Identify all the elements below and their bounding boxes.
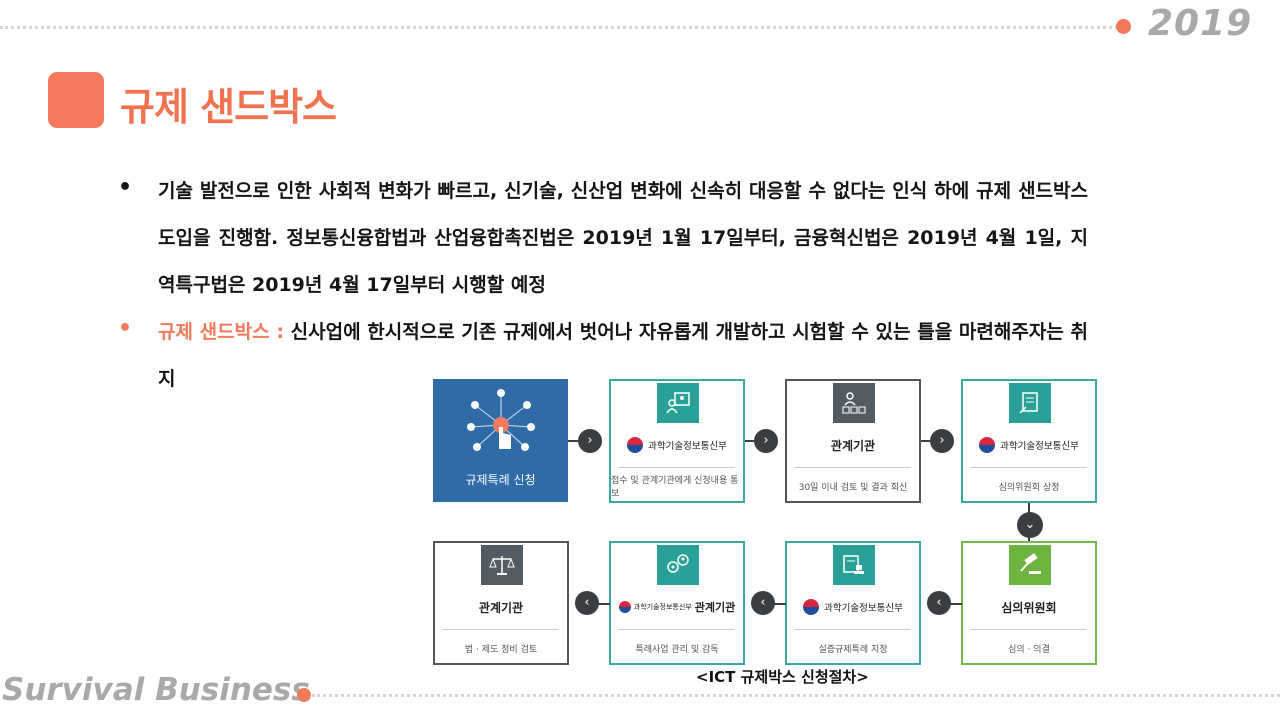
- step-org: 과학기술정보통신부: [787, 587, 919, 627]
- step-description: 30일 이내 검토 및 결과 회신: [798, 482, 908, 493]
- step-org: 심의위원회: [1001, 600, 1057, 615]
- connector-line: [745, 440, 757, 442]
- network-touch-icon: [467, 389, 535, 451]
- year-label: 2019: [1148, 3, 1253, 44]
- step-org: 관계기관: [830, 438, 876, 453]
- step-box-msit-receive: 과학기술정보통신부 접수 및 관계기관에게 신청내용 통보: [609, 379, 745, 503]
- title-accent-square: [48, 72, 104, 128]
- bottom-accent-dot: [297, 688, 311, 702]
- step-org: 과학기술정보통신부: [611, 425, 743, 465]
- step-description: 심의 · 의결: [1008, 644, 1050, 655]
- bottom-dotted-divider: [312, 694, 1280, 697]
- person-document-icon: [657, 383, 699, 423]
- paragraph-2-highlight: 규제 샌드박스 :: [158, 321, 291, 343]
- divider: [971, 629, 1087, 630]
- document-sign-icon: [1009, 383, 1051, 423]
- divider: [619, 629, 735, 630]
- step-box-law-review: 관계기관 법 · 제도 정비 검토: [433, 541, 569, 665]
- connector-line: [921, 440, 933, 442]
- step-org: 과학기술정보통신부: [963, 425, 1095, 465]
- bullet-icon: •: [118, 316, 133, 341]
- step-label: 규제특례 신청: [465, 473, 536, 487]
- government-logo-icon: [627, 437, 644, 453]
- government-logo-icon: [803, 599, 820, 615]
- arrow-right-icon: ›: [578, 429, 602, 453]
- divider: [971, 467, 1087, 468]
- step-box-msit-submit: 과학기술정보통신부 심의위원회 상정: [961, 379, 1097, 503]
- step-description: 실증규제특례 지정: [818, 644, 888, 655]
- divider: [443, 629, 559, 630]
- bullet-paragraph-2: • 규제 샌드박스 : 신사업에 한시적으로 기존 규제에서 벗어나 자유롭게 …: [118, 309, 1088, 403]
- arrow-left-icon: ‹: [927, 591, 951, 615]
- step-box-msit-designate: 과학기술정보통신부 실증규제특례 지정: [785, 541, 921, 665]
- bullet-paragraph-1: • 기술 발전으로 인한 사회적 변화가 빠르고, 신기술, 신산업 변화에 신…: [118, 168, 1088, 309]
- step-box-apply: 규제특례 신청: [433, 379, 568, 502]
- connector-line: [568, 440, 580, 442]
- arrow-left-icon: ‹: [751, 591, 775, 615]
- arrow-right-icon: ›: [930, 429, 954, 453]
- government-logo-icon: [618, 601, 631, 613]
- step-description: 법 · 제도 정비 검토: [464, 644, 538, 655]
- divider: [795, 467, 911, 468]
- connector-line: [1028, 503, 1030, 513]
- paragraph-2-text: 신사업에 한시적으로 기존 규제에서 벗어나 자유롭게 개발하고 시험할 수 있…: [158, 321, 1089, 390]
- slide-title: 규제 샌드박스: [120, 85, 337, 129]
- gavel-icon: [1009, 545, 1051, 585]
- arrow-down-icon: ⌄: [1017, 512, 1043, 538]
- step-box-agency-review: 관계기관 30일 이내 검토 및 결과 회신: [785, 379, 921, 503]
- connector-line: [1028, 536, 1030, 542]
- diagram-caption: <ICT 규제박스 신청절차>: [696, 668, 869, 686]
- top-accent-dot: [1116, 19, 1131, 34]
- scales-icon: [481, 545, 523, 585]
- step-box-committee: 심의위원회 심의 · 의결: [961, 541, 1097, 665]
- top-dotted-divider: [0, 26, 1118, 29]
- bullet-icon: •: [118, 175, 133, 200]
- step-description: 접수 및 관계기관에게 신청내용 통보: [611, 476, 739, 499]
- divider: [619, 467, 735, 468]
- government-logo-icon: [979, 437, 996, 453]
- step-description: 특례사업 관리 및 감독: [635, 644, 719, 655]
- arrow-right-icon: ›: [754, 429, 778, 453]
- checklist-icon: [833, 383, 875, 423]
- paragraph-1-text: 기술 발전으로 인한 사회적 변화가 빠르고, 신기술, 신산업 변화에 신속히…: [158, 180, 1088, 296]
- gear-person-icon: [657, 545, 699, 585]
- divider: [795, 629, 911, 630]
- step-org: 관계기관: [478, 600, 524, 615]
- body-text: • 기술 발전으로 인한 사회적 변화가 빠르고, 신기술, 신산업 변화에 신…: [118, 168, 1088, 403]
- stamp-document-icon: [833, 545, 875, 585]
- brand-label: Survival Business: [2, 672, 310, 708]
- arrow-left-icon: ‹: [575, 591, 599, 615]
- step-description: 심의위원회 상정: [998, 482, 1060, 493]
